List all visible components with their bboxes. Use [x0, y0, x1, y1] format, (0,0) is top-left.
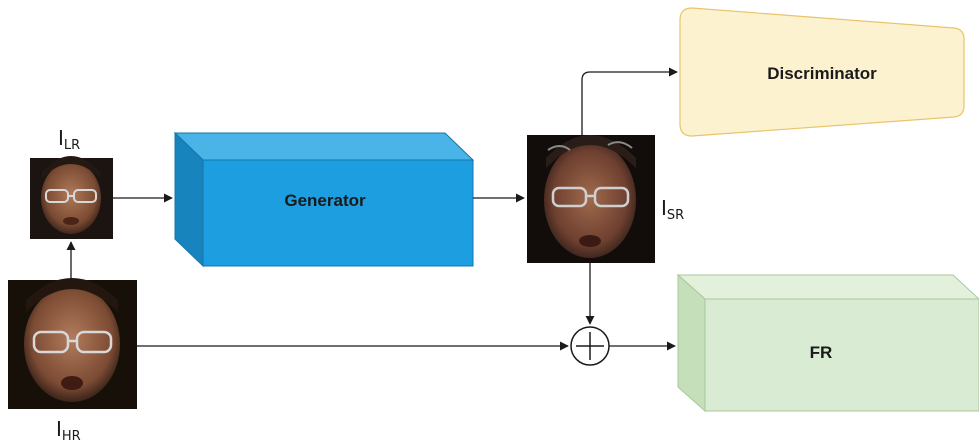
sr-image-label: ISR: [661, 196, 684, 223]
discriminator-label: Discriminator: [767, 64, 877, 83]
generator-label: Generator: [284, 191, 366, 210]
sr-face-image: [527, 135, 655, 263]
lr-face-image: [30, 156, 113, 239]
fr-label: FR: [810, 343, 833, 362]
discriminator-shape: [679, 7, 965, 137]
generator-block: Generator: [173, 131, 475, 268]
arrow-sr-to-discriminator: [581, 67, 678, 135]
arrows: [66, 67, 678, 351]
fr-side-face: [677, 273, 706, 413]
hr-face-image: [8, 278, 137, 409]
fr-front-face: [704, 298, 979, 412]
fr-top-face: [676, 274, 979, 300]
hr-image-label: IHR: [56, 417, 81, 444]
fr-block: FR: [676, 273, 979, 413]
generator-top-face: [173, 132, 475, 161]
generator-front-face: [202, 159, 474, 267]
sum-node: [570, 326, 610, 366]
discriminator-block: Discriminator: [679, 7, 965, 137]
lr-image-label: ILR: [58, 126, 80, 153]
